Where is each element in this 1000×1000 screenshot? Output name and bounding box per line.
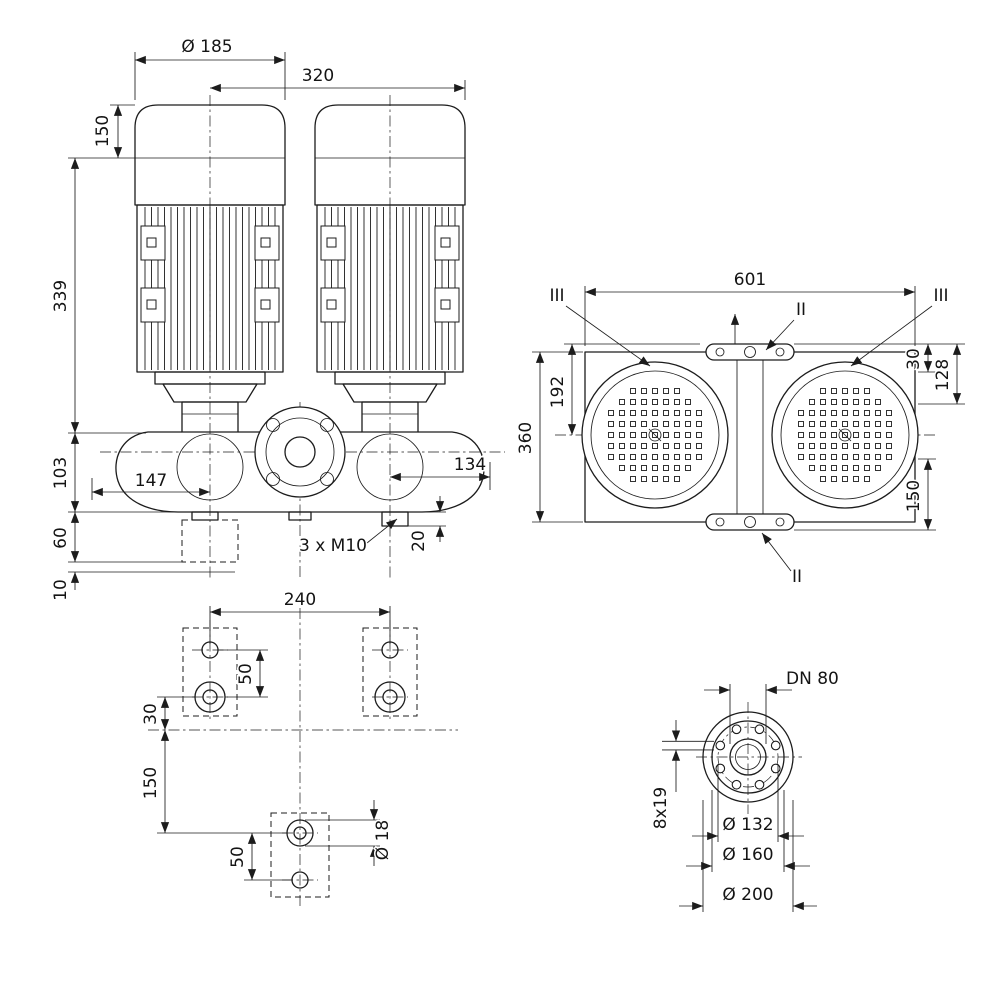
- shaft-centers: [648, 428, 852, 442]
- flange-detail-dimensions: DN 80 8x19 Ø 132 Ø 160 Ø 200: [650, 668, 840, 912]
- dim-label-150: 150: [93, 115, 113, 147]
- flange-bolt-holes: [715, 724, 781, 790]
- dim-label-103: 103: [51, 457, 71, 489]
- dim-label-30-top: 30: [904, 348, 924, 370]
- dim-label-320: 320: [302, 66, 334, 86]
- dim-label-147: 147: [135, 471, 167, 491]
- dim-label-20: 20: [409, 530, 429, 552]
- lantern-right: [334, 371, 446, 433]
- front-view-dimensions: Ø 185 320 150 339 103 147 134 60 10 20 3…: [50, 36, 491, 602]
- lantern-left: [154, 371, 266, 433]
- dim-label-240: 240: [284, 590, 316, 610]
- dim-label-hole-dia: Ø 18: [373, 820, 393, 860]
- dim-label-150-foundation: 150: [141, 767, 161, 799]
- dim-label-601: 601: [734, 270, 766, 290]
- top-view-dimensions: 601 III III II II 192 360 30 128 150: [515, 269, 965, 589]
- dim-label-50-upper: 50: [236, 663, 256, 685]
- dim-label-outer: Ø 200: [722, 885, 773, 905]
- dim-label-128: 128: [933, 359, 953, 391]
- dim-label-dn80: DN 80: [786, 669, 839, 689]
- dim-label-8x19: 8x19: [651, 787, 671, 830]
- section-label-iii-right: III: [933, 286, 948, 306]
- section-label-iii-left: III: [549, 286, 564, 306]
- dim-label-30-foundation: 30: [141, 703, 161, 725]
- bolt-note-label: 3 x M10: [299, 536, 367, 556]
- dim-label-360: 360: [516, 422, 536, 454]
- fan-grille-holes: [608, 388, 892, 482]
- dim-label-150-right: 150: [904, 480, 924, 512]
- section-label-ii-bottom: II: [792, 567, 802, 587]
- dim-label-10: 10: [51, 579, 71, 601]
- foundation-block-hidden: [181, 519, 239, 563]
- port-flange-top: [705, 343, 795, 361]
- port-flange-bottom: [705, 513, 795, 531]
- top-view: [581, 314, 919, 531]
- dim-label-pilot: Ø 160: [722, 845, 773, 865]
- dim-label-60: 60: [51, 527, 71, 549]
- dim-label-339: 339: [51, 280, 71, 312]
- dim-label-motor-diameter: Ø 185: [181, 37, 232, 57]
- foundation-view-dimensions: 240 50 30 150 50 Ø 18: [140, 589, 395, 881]
- dim-label-192: 192: [548, 376, 568, 408]
- section-label-ii-top: II: [796, 300, 806, 320]
- motor-cooling-fins: [144, 207, 456, 370]
- discharge-flange-front: [254, 406, 346, 498]
- flange-detail-view: [702, 711, 794, 803]
- front-view: [68, 104, 485, 573]
- dim-label-50-lower: 50: [228, 846, 248, 868]
- dim-label-134: 134: [454, 455, 486, 475]
- dim-label-bolt-circle: Ø 132: [722, 815, 773, 835]
- motor-lugs: [140, 225, 460, 323]
- pump-casing: [115, 431, 485, 527]
